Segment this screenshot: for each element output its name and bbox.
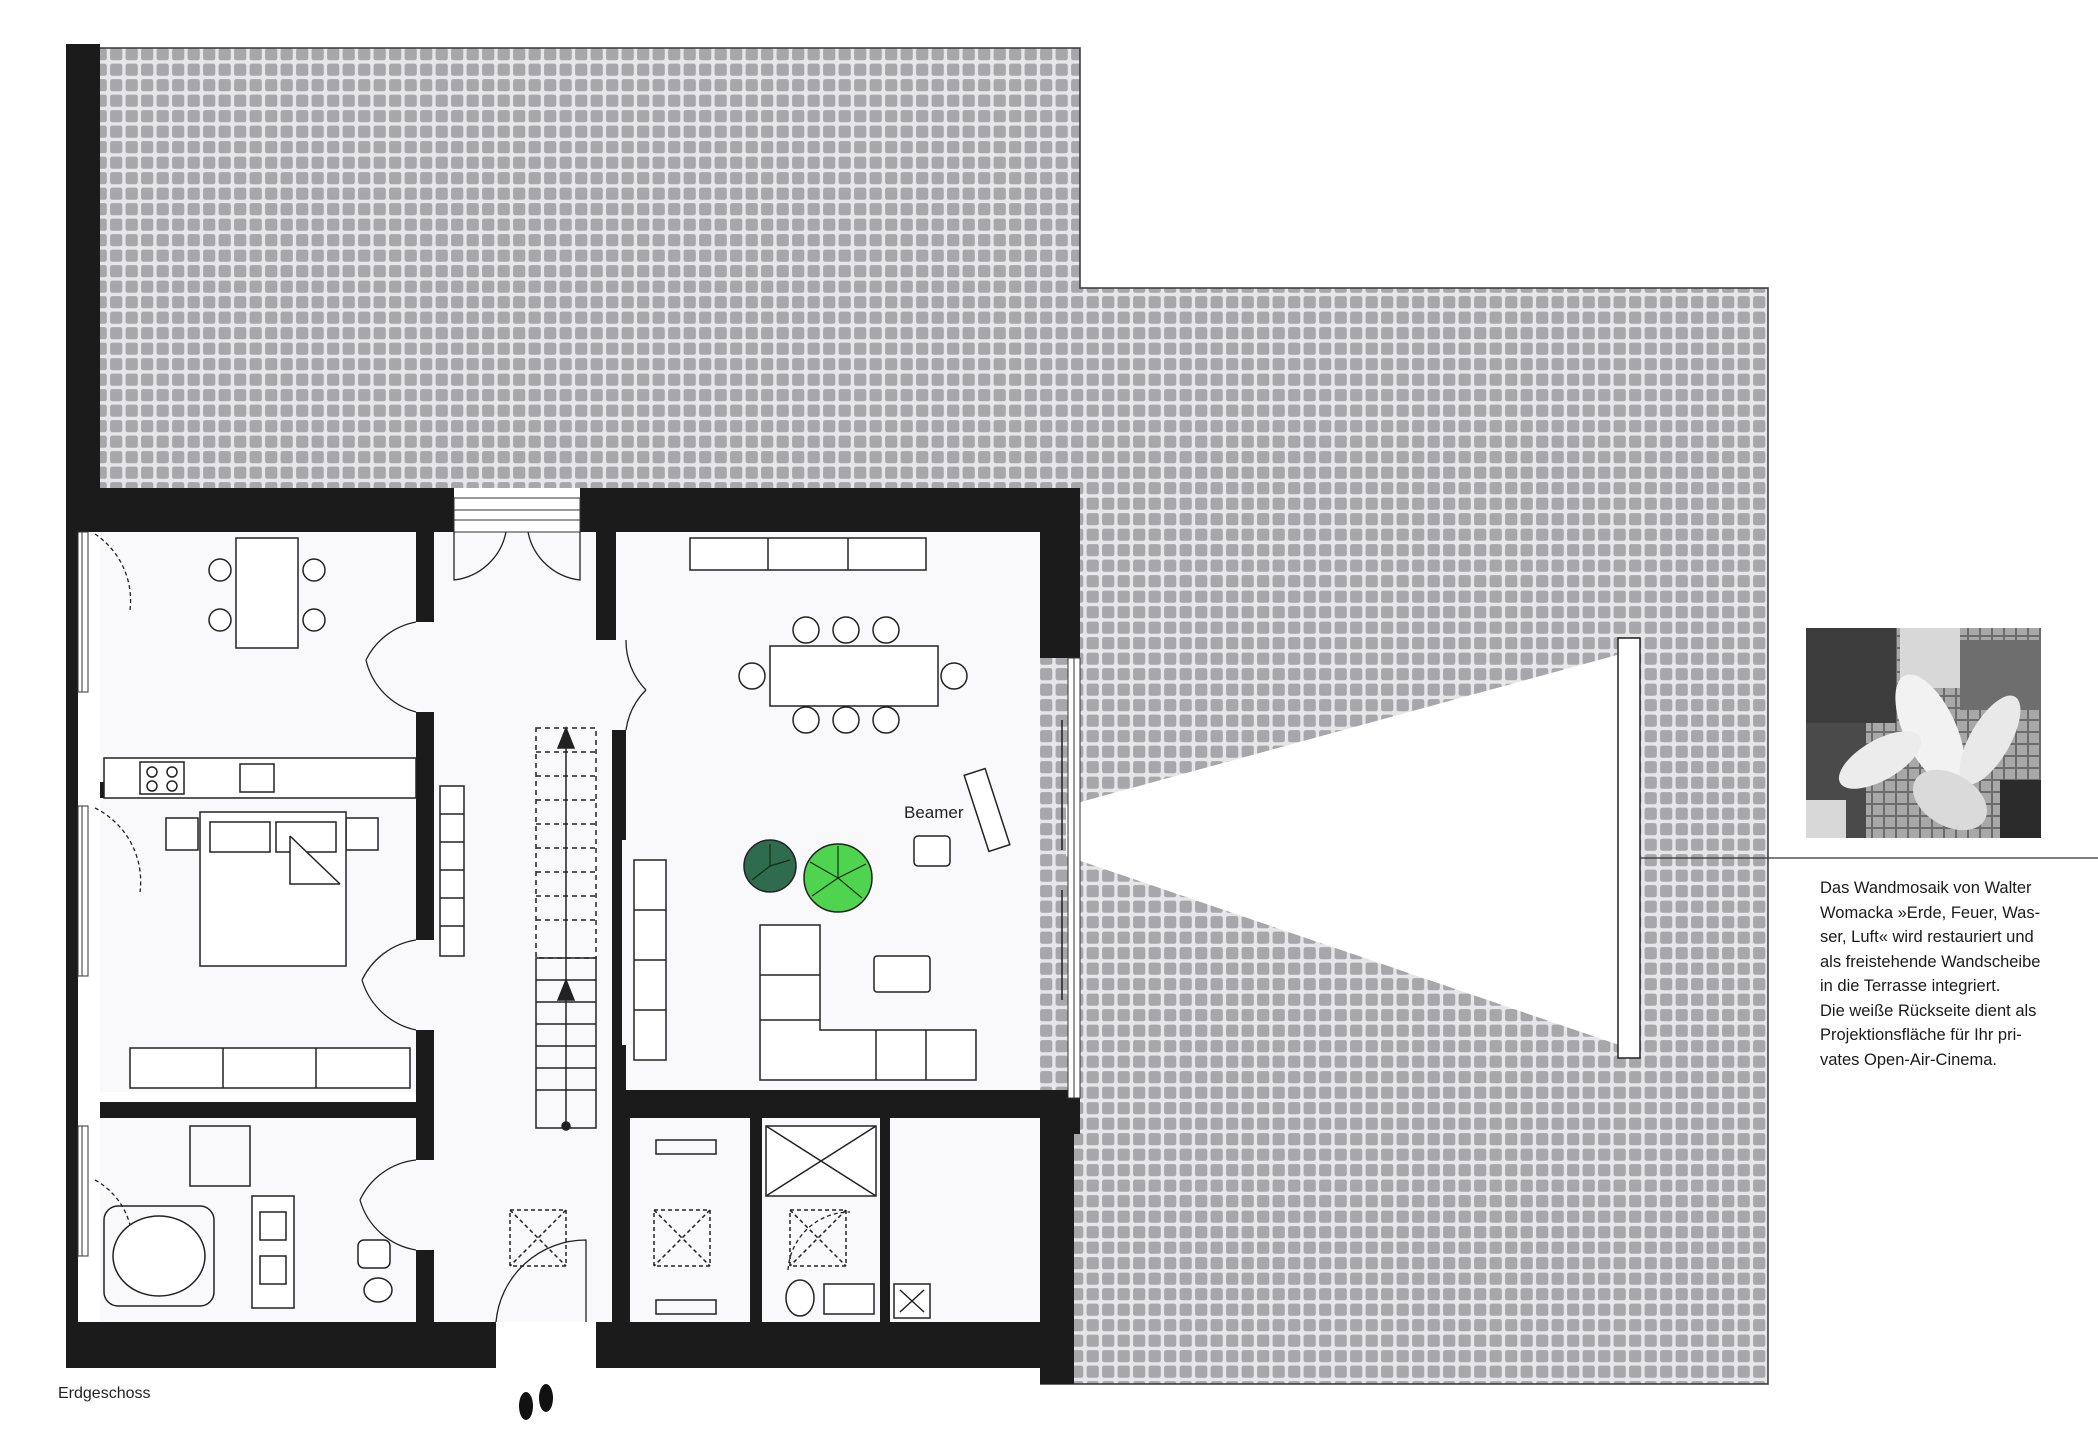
caption-line: in die Terrasse integriert.	[1820, 977, 2001, 995]
caption-line: ser, Luft« wird restauriert und	[1820, 928, 2034, 946]
desk-table	[235, 537, 299, 649]
utility-box	[893, 1283, 931, 1319]
radiator	[655, 1139, 717, 1155]
bathtub	[103, 1205, 215, 1307]
hob	[139, 761, 185, 795]
caption-line: Das Wandmosaik von Walter	[1820, 879, 2032, 897]
stair-arrow	[556, 977, 576, 1001]
mosaic-artwork	[1806, 628, 2041, 838]
caption-line: Womacka »Erde, Feuer, Was-	[1820, 903, 2041, 922]
doors	[94, 531, 851, 1323]
stair-arrow	[556, 725, 576, 749]
sideboard	[689, 537, 927, 571]
chair	[302, 558, 326, 582]
washbasin	[823, 1283, 875, 1315]
stair-step-block	[189, 1125, 251, 1187]
coffee-table	[873, 955, 931, 993]
walls	[66, 44, 1080, 1384]
bathroom	[103, 1125, 393, 1309]
caption-line: Projektionsfläche für Ihr pri-	[1820, 1026, 2022, 1044]
caption-line: als freistehende Wandscheibe	[1820, 952, 2041, 971]
office-room	[103, 537, 417, 799]
nightstand	[165, 817, 199, 851]
hall-cabinet	[439, 785, 465, 957]
toilet	[357, 1239, 391, 1269]
hallway	[439, 725, 717, 1315]
caption-line: Die weiße Rückseite dient als	[1820, 1001, 2037, 1020]
corner-sofa	[759, 924, 977, 1081]
floor-label: Erdgeschoss	[58, 1385, 151, 1402]
projection-beam	[1066, 652, 1628, 1048]
projector-screen-arm	[963, 767, 1011, 853]
nightstand	[345, 817, 379, 851]
bedroom	[129, 811, 411, 1089]
beamer-device	[913, 835, 951, 867]
living-room	[633, 537, 1063, 1081]
projection-wall	[1617, 637, 1641, 1059]
chair	[208, 608, 232, 632]
terrace	[100, 47, 1769, 1385]
beamer-label: Beamer	[904, 803, 964, 822]
entrance-footsteps-icon	[519, 1384, 553, 1420]
chair	[208, 558, 232, 582]
wardrobe	[129, 1047, 411, 1089]
mosaic-caption: Das Wandmosaik von Walter Womacka »Erde,…	[1820, 876, 2080, 1072]
dining-table	[769, 645, 939, 707]
radiator	[655, 1299, 717, 1315]
chair	[302, 608, 326, 632]
sink	[239, 763, 275, 793]
caption-line: vates Open-Air-Cinema.	[1820, 1050, 1997, 1069]
toilet	[785, 1279, 815, 1317]
shower-room	[765, 1125, 931, 1319]
